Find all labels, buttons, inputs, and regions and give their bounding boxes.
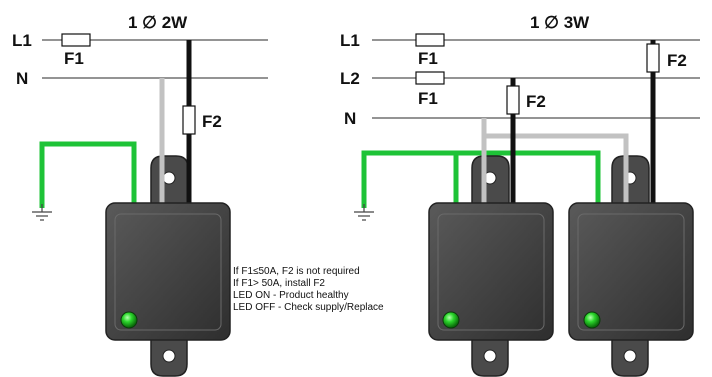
right-device-b-face <box>577 213 685 331</box>
ground-symbol-icon <box>32 204 52 221</box>
left-l1-label: L1 <box>12 31 32 50</box>
right-l1-label: L1 <box>340 31 360 50</box>
fuse-icon <box>182 105 196 135</box>
right-device-a-face <box>437 213 545 331</box>
notes-block: If F1≤50A, F2 is not required If F1> 50A… <box>233 266 384 313</box>
fuse-icon <box>646 43 660 73</box>
led-indicator-icon <box>583 311 601 329</box>
left-diagram: 1 ∅ 2W L1 N F1 F2 <box>12 13 268 377</box>
left-f1-label: F1 <box>64 49 84 68</box>
note-line: LED ON - Product healthy <box>233 290 349 301</box>
mount-hole-icon <box>162 349 176 363</box>
note-line: If F1> 50A, install F2 <box>233 278 325 289</box>
fuse-icon <box>506 85 520 115</box>
left-device-face <box>114 213 222 331</box>
right-diagram: 1 ∅ 3W L1 L2 N F1 F1 <box>340 13 700 377</box>
left-n-label: N <box>16 69 28 88</box>
note-line: LED OFF - Check supply/Replace <box>233 302 384 313</box>
led-indicator-icon <box>120 311 138 329</box>
mount-hole-icon <box>623 349 637 363</box>
right-f1-l1-label: F1 <box>418 49 438 68</box>
right-ground-wire <box>361 150 601 208</box>
fuse-icon <box>415 33 445 47</box>
right-device-a-body <box>428 202 554 341</box>
left-ground-wire <box>39 141 137 208</box>
left-device-body <box>105 202 231 341</box>
right-neutral-branch <box>484 133 629 210</box>
right-f1-l2-label: F1 <box>418 89 438 108</box>
fuse-icon <box>61 33 91 47</box>
ground-symbol-icon <box>354 204 374 221</box>
mount-hole-icon <box>483 349 497 363</box>
led-indicator-icon <box>442 311 460 329</box>
mount-hole-icon <box>162 171 176 185</box>
note-line: If F1≤50A, F2 is not required <box>233 266 360 277</box>
right-n-label: N <box>344 109 356 128</box>
right-f2-l1-label: F2 <box>667 51 687 70</box>
right-l2-label: L2 <box>340 69 360 88</box>
fuse-icon <box>415 71 445 85</box>
right-device-b-body <box>568 202 694 341</box>
right-f2-l2-label: F2 <box>526 92 546 111</box>
right-title: 1 ∅ 3W <box>530 13 590 32</box>
left-f2-label: F2 <box>202 112 222 131</box>
left-title: 1 ∅ 2W <box>128 13 188 32</box>
